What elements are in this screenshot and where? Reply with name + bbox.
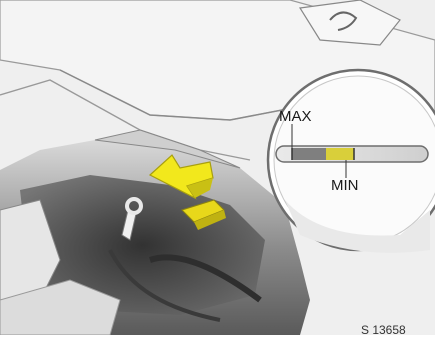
min-label: MIN <box>331 177 359 194</box>
oil-band-yellow <box>326 148 354 160</box>
max-label: MAX <box>279 108 312 125</box>
